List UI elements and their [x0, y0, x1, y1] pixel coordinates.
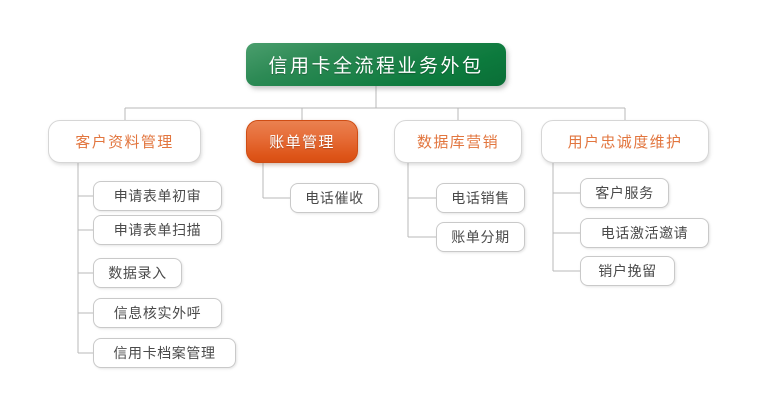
leaf-node-0-2[interactable]: 数据录入 [93, 258, 182, 288]
leaf-node-0-0[interactable]: 申请表单初审 [93, 181, 222, 211]
leaf-node-2-0[interactable]: 电话销售 [436, 183, 525, 213]
branch-node-1[interactable]: 账单管理 [246, 120, 358, 163]
leaf-node-0-4[interactable]: 信用卡档案管理 [93, 338, 236, 368]
leaf-node-3-1[interactable]: 电话激活邀请 [580, 218, 709, 248]
leaf-node-3-0[interactable]: 客户服务 [580, 178, 669, 208]
leaf-node-3-2[interactable]: 销户挽留 [580, 256, 675, 286]
leaf-node-1-0[interactable]: 电话催收 [290, 183, 379, 213]
branch-node-0[interactable]: 客户资料管理 [48, 120, 201, 163]
root-node[interactable]: 信用卡全流程业务外包 [246, 43, 506, 86]
leaf-node-2-1[interactable]: 账单分期 [436, 222, 525, 252]
branch-node-3[interactable]: 用户忠诚度维护 [541, 120, 709, 163]
leaf-node-0-1[interactable]: 申请表单扫描 [93, 215, 222, 245]
branch-node-2[interactable]: 数据库营销 [394, 120, 522, 163]
leaf-node-0-3[interactable]: 信息核实外呼 [93, 298, 222, 328]
